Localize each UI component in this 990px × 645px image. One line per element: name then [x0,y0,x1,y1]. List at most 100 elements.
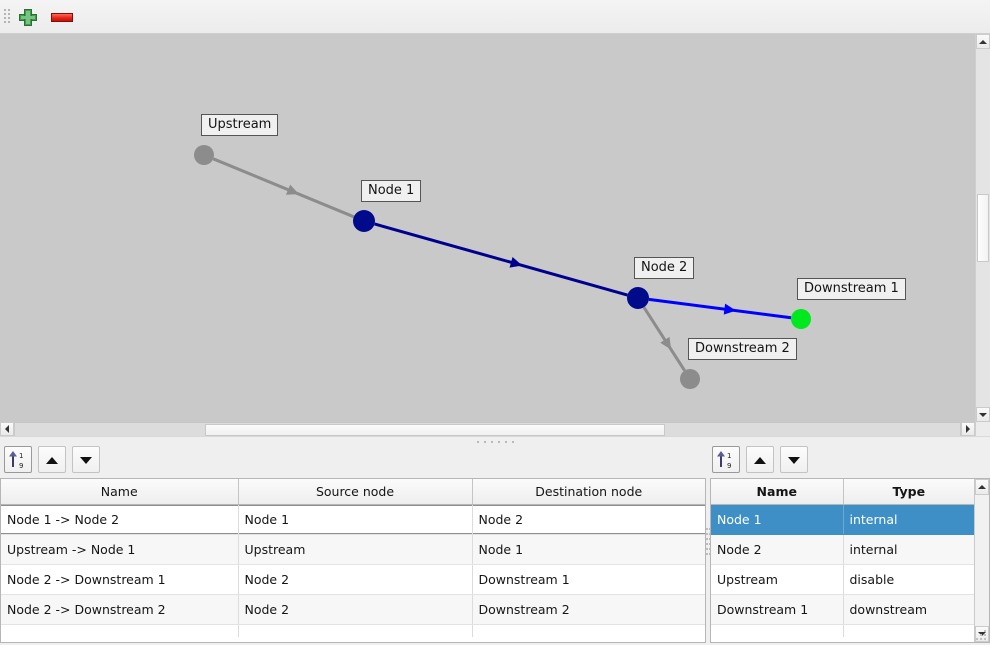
remove-button[interactable] [49,5,75,29]
nodes-cell-type[interactable]: downstream [843,594,974,625]
edges-cell-source[interactable]: Upstream [238,534,473,565]
graph-node-label-node1: Node 1 [361,180,422,202]
graph-node-upstream[interactable] [194,145,214,165]
nodes-column-header[interactable]: Name [711,479,844,505]
scroll-up-arrow-icon[interactable] [976,34,990,49]
edges-sort-button[interactable]: 1 9 [4,446,32,473]
sort-icon: 1 9 [5,447,31,472]
edges-move-up-button[interactable] [38,446,66,473]
edges-column-header[interactable]: Name [1,479,239,505]
edges-cell-destination[interactable]: Node 1 [472,534,705,565]
drag-grip-icon[interactable] [4,9,10,25]
window-resize-grip-icon[interactable] [975,630,987,642]
graph-node-node1[interactable] [353,210,375,232]
nodes-vscroll-track[interactable] [975,495,989,626]
graph-node-downstream2[interactable] [680,369,700,389]
canvas-vertical-scrollbar[interactable] [975,34,990,422]
edges-column-header[interactable]: Destination node [472,479,705,505]
canvas-vscroll-track[interactable] [976,49,990,407]
table-filler-cell [843,624,974,637]
nodes-move-up-button[interactable] [746,446,774,473]
table-filler-cell [472,624,705,637]
canvas-vscroll-thumb[interactable] [977,194,989,262]
scroll-down-arrow-icon[interactable] [976,407,990,422]
nodes-column-header[interactable]: Type [843,479,974,505]
graph-node-node2[interactable] [627,287,649,309]
table-filler-row [711,624,974,637]
edges-cell-destination[interactable]: Node 2 [472,504,705,535]
graph-edge[interactable] [374,222,628,297]
edges-cell-destination[interactable]: Downstream 1 [472,564,705,595]
edges-cell-source[interactable]: Node 2 [238,564,473,595]
graph-edge-arrow-icon [509,257,523,268]
graph-node-label-downstream1: Downstream 1 [797,278,906,300]
scroll-right-arrow-icon[interactable] [961,422,975,436]
edges-cell-source[interactable]: Node 1 [238,504,473,535]
table-filler-row [1,624,705,637]
edges-cell-name[interactable]: Upstream -> Node 1 [1,534,239,565]
canvas-hscroll-thumb[interactable] [205,424,665,436]
horizontal-splitter[interactable] [0,436,990,447]
nodes-cell-name[interactable]: Node 1 [711,504,844,535]
nodes-cell-name[interactable]: Upstream [711,564,844,595]
table-filler-cell [1,624,239,637]
graph-node-downstream1[interactable] [791,309,811,329]
add-button[interactable] [15,5,41,29]
scroll-left-arrow-icon[interactable] [0,422,14,436]
nodes-cell-type[interactable]: internal [843,534,974,565]
edges-move-down-button[interactable] [72,446,100,473]
nodes-sort-button[interactable]: 1 9 [712,446,740,473]
nodes-table-vertical-scrollbar[interactable] [974,479,989,642]
sort-icon: 1 9 [713,447,739,472]
canvas-horizontal-scrollbar[interactable] [0,422,990,436]
svg-text:9: 9 [727,462,731,470]
table-filler-cell [711,624,844,637]
splitter-grip-icon [477,441,514,444]
svg-text:1: 1 [19,452,23,460]
edges-cell-name[interactable]: Node 1 -> Node 2 [1,504,239,535]
main-toolbar [0,0,990,34]
graph-edge-arrow-icon [285,184,299,195]
edges-cell-name[interactable]: Node 2 -> Downstream 1 [1,564,239,595]
graph-edge[interactable] [212,157,355,219]
graph-node-label-upstream: Upstream [201,114,279,136]
edges-cell-source[interactable]: Node 2 [238,594,473,625]
edges-cell-name[interactable]: Node 2 -> Downstream 2 [1,594,239,625]
graph-edge[interactable] [648,297,792,320]
graph-node-label-node2: Node 2 [634,257,695,279]
move-up-icon [754,456,766,464]
edges-column-header[interactable]: Source node [238,479,473,505]
nodes-cell-type[interactable]: internal [843,504,974,535]
nodes-cell-type[interactable]: disable [843,564,974,595]
scroll-up-arrow-icon[interactable] [975,479,989,495]
nodes-cell-name[interactable]: Node 2 [711,534,844,565]
edges-cell-destination[interactable]: Downstream 2 [472,594,705,625]
nodes-cell-name[interactable]: Downstream 1 [711,594,844,625]
graph-edges [212,157,792,372]
scrollbar-corner [975,422,990,436]
svg-text:9: 9 [19,462,23,470]
nodes-move-down-button[interactable] [780,446,808,473]
canvas-hscroll-track[interactable] [15,422,960,436]
table-filler-cell [238,624,473,637]
graph-edge[interactable] [642,306,686,372]
